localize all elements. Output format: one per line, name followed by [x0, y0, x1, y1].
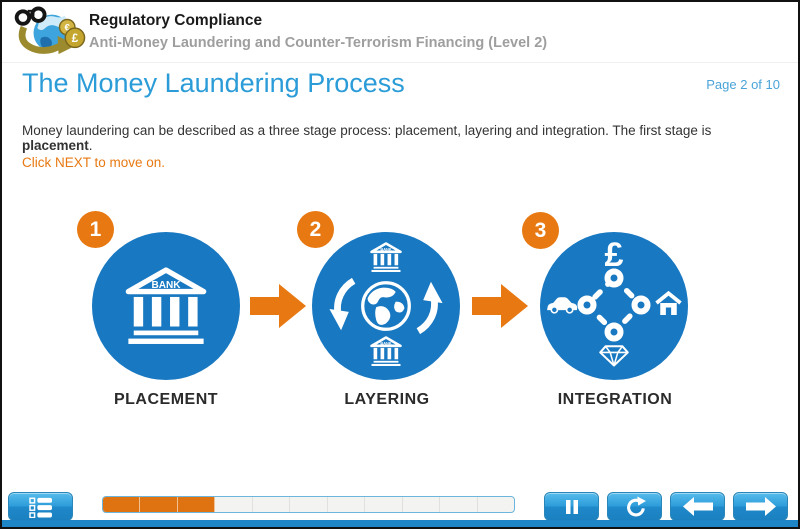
page-title: The Money Laundering Process: [22, 68, 405, 98]
back-button[interactable]: [670, 492, 725, 521]
cycle-arrow-up-icon: [416, 281, 443, 335]
flow-arrow-icon: [472, 284, 528, 328]
layering-circle: BANK BANK: [312, 232, 460, 380]
progress-segment[interactable]: [140, 497, 178, 512]
diamond-icon: [599, 345, 629, 367]
menu-list-icon: [28, 497, 52, 518]
course-logo-icon: € £: [14, 6, 86, 55]
bank-icon-small: BANK: [370, 242, 402, 272]
body-text: Money laundering can be described as a t…: [22, 123, 782, 153]
body-text-end: .: [88, 138, 93, 153]
integration-label: INTEGRATION: [557, 391, 673, 408]
replay-icon: [626, 495, 646, 516]
progress-segment[interactable]: [403, 497, 441, 512]
stage-2-number-badge: 2: [297, 211, 334, 248]
cycle-arrow-down-icon: [329, 277, 356, 331]
placement-circle: BANK: [92, 232, 240, 380]
page-indicator: Page 2 of 10: [706, 77, 780, 92]
back-arrow-icon: [682, 497, 713, 516]
next-arrow-icon: [745, 497, 776, 516]
course-title: Regulatory Compliance: [89, 12, 263, 29]
svg-text:BANK: BANK: [151, 280, 181, 291]
body-text-bold: placement: [22, 138, 89, 153]
stage-3-number-badge: 3: [522, 212, 559, 249]
globe-icon: [361, 281, 411, 331]
svg-text:£: £: [72, 33, 79, 45]
progress-segment[interactable]: [177, 497, 216, 512]
progress-segment[interactable]: [365, 497, 403, 512]
bank-icon: BANK: [125, 267, 207, 344]
progress-segment[interactable]: [103, 497, 141, 512]
stage-2-number: 2: [309, 217, 322, 241]
progress-segment[interactable]: [328, 497, 366, 512]
flow-arrow-icon: [250, 284, 306, 328]
house-icon: [655, 291, 682, 315]
car-icon: [547, 297, 578, 314]
pound-icon: £: [604, 236, 624, 274]
pause-button[interactable]: [544, 492, 599, 521]
stage-1-number: 1: [89, 217, 102, 241]
stage-3-number: 3: [534, 218, 547, 242]
bank-icon-small: BANK: [370, 336, 402, 366]
progress-segment[interactable]: [440, 497, 478, 512]
pause-icon: [565, 499, 578, 514]
replay-button[interactable]: [607, 492, 662, 521]
svg-text:BANK: BANK: [380, 247, 391, 252]
progress-segment[interactable]: [215, 497, 253, 512]
header: € £ Regulatory Compliance Anti-Money Lau…: [2, 2, 798, 63]
progress-segment[interactable]: [253, 497, 291, 512]
svg-text:BANK: BANK: [380, 341, 391, 346]
svg-text:€: €: [65, 23, 71, 34]
next-instruction: Click NEXT to move on.: [22, 155, 166, 170]
progress-track[interactable]: [102, 496, 515, 513]
layering-label: LAYERING: [344, 391, 430, 408]
next-button[interactable]: [733, 492, 788, 521]
progress-segment[interactable]: [478, 497, 514, 512]
menu-button[interactable]: [8, 492, 73, 521]
course-subtitle: Anti-Money Laundering and Counter-Terror…: [89, 35, 548, 51]
distribution-cycle-icon: [577, 268, 651, 342]
placement-label: PLACEMENT: [113, 391, 219, 408]
stage-1-number-badge: 1: [77, 211, 114, 248]
body-text-main: Money laundering can be described as a t…: [22, 123, 712, 138]
progress-segment[interactable]: [290, 497, 328, 512]
integration-circle: £: [540, 232, 688, 380]
footer-accent-strip: [2, 520, 798, 527]
